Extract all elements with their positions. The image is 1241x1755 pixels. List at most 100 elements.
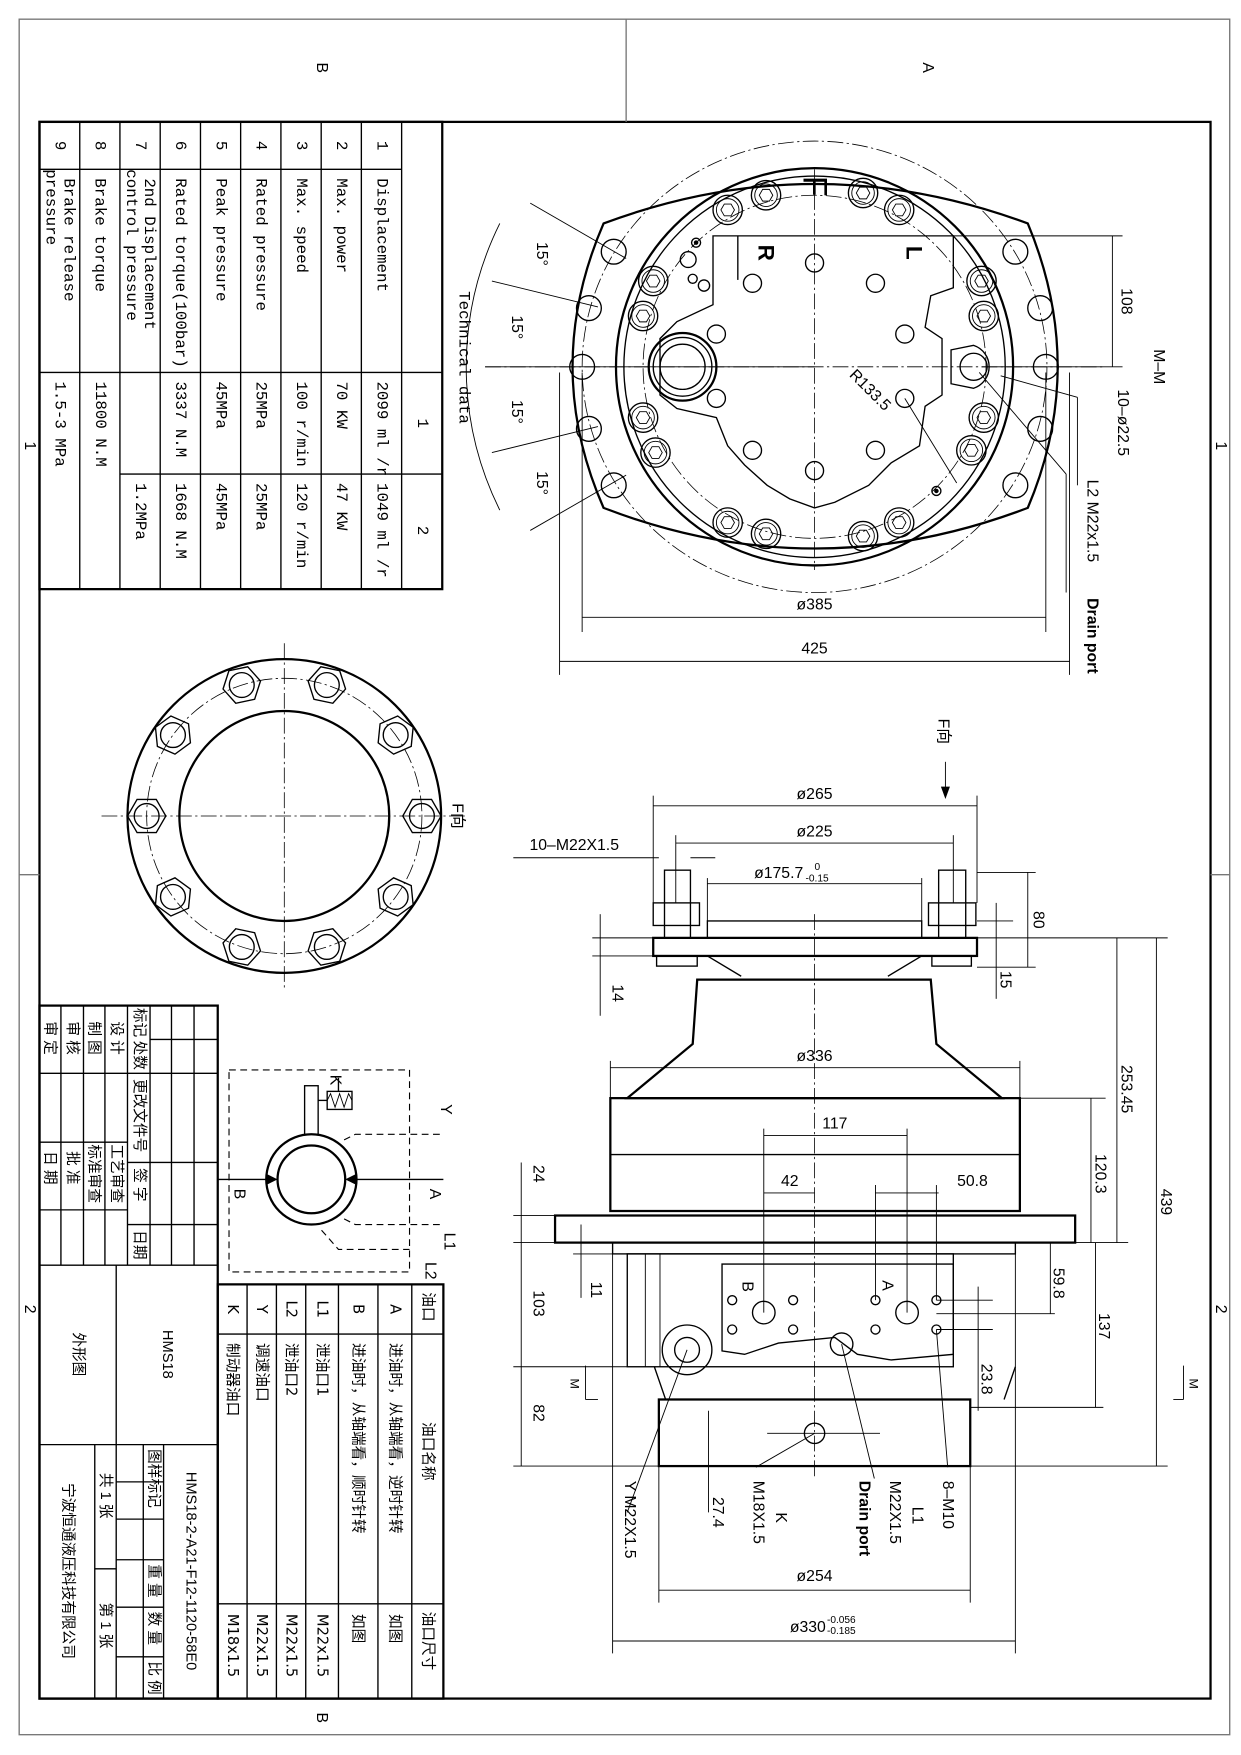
dim-holes: 10–ø22.5 (1114, 389, 1131, 456)
tb-sign-label: 签 字 (131, 1168, 148, 1201)
k-port-label: K (772, 1512, 789, 1523)
tech-row-param: pressure (41, 169, 59, 245)
tb-total-sheets: 共 1 张 (97, 1473, 114, 1519)
mounting-hole (600, 238, 627, 265)
dim-dia-254: ø254 (797, 1568, 833, 1585)
dim-15: 15 (997, 971, 1014, 989)
tech-row-value-2: 47 KW (332, 483, 350, 531)
m10-hole (727, 1324, 738, 1335)
tech-row-value-1: 2099 ml /r (372, 381, 390, 476)
l2-port-label: L2 M22x1.5 (1084, 480, 1101, 563)
dim-82: 82 (530, 1404, 547, 1422)
tb-sample-mark-label: 图样标记 (145, 1449, 162, 1508)
drain-port-label: Drain port (856, 1481, 873, 1557)
port-label-a: A (878, 1280, 895, 1291)
technical-data-table (38, 120, 444, 591)
port-name: 调速油口 (253, 1343, 270, 1402)
tb-weight-label: 重 量 (145, 1564, 162, 1597)
hex-nut-icon (222, 666, 262, 704)
symbol-label-a: A (426, 1189, 443, 1200)
section-mark-right: M (1187, 1379, 1201, 1389)
tb-sheet-no: 第 1 张 (97, 1603, 115, 1649)
l1-port-label: L1 (909, 1507, 926, 1525)
m10-hole (787, 1294, 799, 1306)
bolt-head-icon (847, 177, 879, 209)
symbol-label-l2: L2 (421, 1262, 438, 1280)
dim-117: 117 (822, 1116, 847, 1133)
port-table (216, 1283, 445, 1700)
tb-check-label: 审 核 (64, 1021, 81, 1055)
tech-row-param: Rated pressure (252, 178, 270, 311)
bolt-head-icon (847, 520, 879, 552)
m10-hole (787, 1324, 799, 1335)
mounting-hole (600, 472, 627, 499)
dim-253-45: 253.45 (1117, 1065, 1134, 1114)
angle-label: 15° (533, 242, 550, 266)
bolt-head-icon (750, 518, 782, 550)
f-view-label: F向 (448, 803, 466, 828)
hex-nut-icon (154, 715, 192, 755)
port-header-name: 油口名称 (420, 1422, 437, 1481)
dim-80: 80 (1029, 911, 1046, 929)
technical-data-title: Technical data (455, 291, 473, 424)
dim-11: 11 (587, 1282, 604, 1298)
k-port-size: M18X1.5 (750, 1481, 767, 1544)
tech-row-no: 7 (131, 141, 149, 150)
tech-row-no: 5 (211, 141, 229, 150)
dim-dia-385: ø385 (797, 596, 833, 613)
hex-nut-icon (401, 798, 442, 834)
dim-dia-175: ø175.7 (754, 865, 803, 882)
port-code: L1 (314, 1300, 331, 1318)
drain-port-label: Drain port (1084, 598, 1101, 674)
mounting-hole (575, 295, 602, 322)
port-code: L2 (283, 1300, 300, 1318)
tech-row-value-2: 1.2MPa (131, 483, 149, 540)
bolt-head-icon (712, 507, 744, 538)
bolt-head-icon (750, 179, 782, 211)
tech-row-no: 9 (51, 141, 69, 150)
y-port-label: Y M22X1.5 (621, 1481, 638, 1559)
angle-label: 15° (508, 400, 525, 424)
tb-design-label: 设 计 (108, 1021, 125, 1055)
tech-row-no: 6 (171, 141, 189, 150)
port-size: 如图 (350, 1614, 367, 1643)
port-name: 进油时，从轴端看，逆时针转 (386, 1343, 403, 1534)
bolt-head-icon (627, 300, 659, 332)
tech-row-value-1: 3337 N.M (171, 381, 189, 457)
tb-process-label: 工艺审查 (108, 1144, 125, 1203)
hex-nut-icon (126, 798, 167, 834)
mounting-hole (1027, 295, 1054, 322)
hex-nut-icon (307, 666, 347, 704)
view-label-f: F (796, 176, 834, 197)
dim-tol-330-dn: -0.185 (827, 1626, 856, 1637)
tb-company: 宁波恒通液压科技有限公司 (60, 1483, 77, 1659)
hex-nut-icon (154, 877, 192, 917)
port-rows: A进油时，从轴端看，逆时针转如图B进油时，从轴端看，顺时针转如图L1泄油口1M2… (224, 1300, 403, 1677)
tb-standard-label: 标准审查 (86, 1144, 103, 1203)
tech-col-header: 1 (413, 418, 431, 427)
dim-103: 103 (530, 1290, 547, 1317)
dim-dia-336: ø336 (797, 1048, 833, 1065)
tech-row-no: 1 (372, 141, 390, 150)
dim-120-3: 120.3 (1091, 1154, 1108, 1194)
dim-tol-175-dn: -0.15 (806, 873, 829, 884)
bolt-head-icon (637, 265, 669, 297)
tech-row-param: Max. power (332, 178, 350, 273)
tech-row-param: Peak pressure (211, 178, 229, 301)
dim-radius: R133.5 (846, 366, 894, 414)
tb-count-label: 处数 (131, 1041, 148, 1071)
tech-row-no: 4 (252, 141, 270, 150)
bolt-head-icon (883, 194, 915, 226)
port-code: Y (253, 1304, 270, 1314)
tech-row-no: 8 (91, 141, 109, 150)
direction-label: F向 (935, 719, 953, 744)
tech-row-param: Max. speed (292, 178, 310, 273)
mounting-hole (1002, 238, 1029, 265)
port-size: 如图 (386, 1614, 403, 1643)
tech-row-value-2: 45MPa (211, 483, 229, 530)
tb-date-label: 日期 (131, 1230, 148, 1259)
section-label: M–M (1150, 349, 1167, 384)
l1-port-size: M22X1.5 (886, 1481, 903, 1544)
dim-tol-330-up: -0.056 (827, 1615, 856, 1626)
